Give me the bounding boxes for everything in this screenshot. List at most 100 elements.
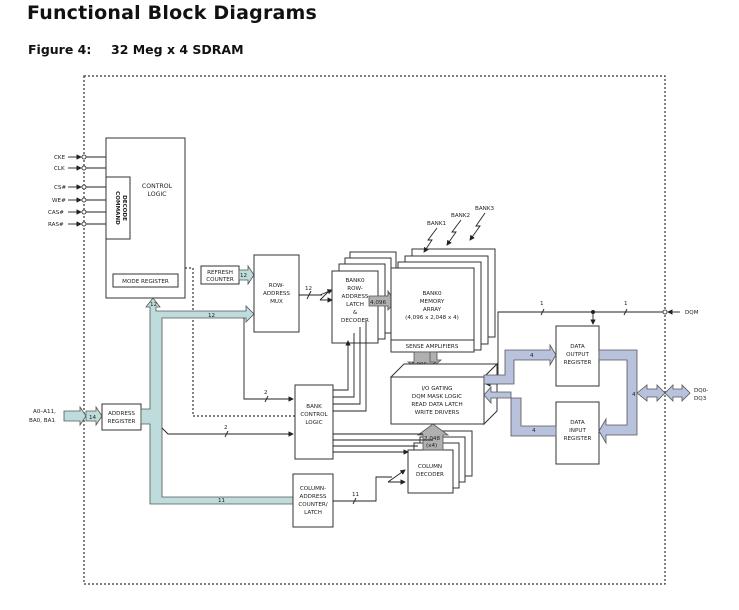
svg-text:12: 12: [240, 273, 247, 279]
svg-text:REGISTER: REGISTER: [108, 419, 136, 425]
address-pin-label: BA0, BA1: [29, 418, 55, 424]
svg-text:&: &: [353, 310, 358, 316]
address-input: A0–A11, BA0, BA1 14: [29, 405, 103, 427]
refresh-counter-block: REFRESH COUNTER 12: [200, 264, 255, 286]
svg-text:LATCH: LATCH: [304, 510, 322, 516]
pin-ras: RAS#: [48, 221, 106, 228]
svg-text:COLUMN: COLUMN: [418, 464, 442, 470]
svg-text:READ DATA LATCH: READ DATA LATCH: [411, 402, 462, 408]
svg-text:DATA: DATA: [570, 420, 585, 426]
svg-text:ARRAY: ARRAY: [423, 307, 442, 313]
svg-text:ADDRESS: ADDRESS: [108, 411, 135, 417]
svg-text:DECODE: DECODE: [121, 195, 127, 221]
bank-control-logic-block: BANK CONTROL LOGIC: [294, 384, 334, 460]
control-inputs: CKE CLK CS# WE# CAS#: [48, 154, 106, 228]
svg-text:COLUMN-: COLUMN-: [300, 486, 326, 492]
svg-text:2: 2: [264, 390, 268, 396]
row-to-array-bus: 4,096: [368, 289, 397, 312]
dq-bidirectional-bus: DQ0- DQ3: [636, 384, 708, 402]
data-input-bus: 4: [483, 385, 557, 437]
pin-label: CKE: [54, 155, 66, 161]
svg-text:MEMORY: MEMORY: [420, 299, 445, 305]
svg-text:ROW-: ROW-: [269, 283, 285, 289]
pin-clk: CLK: [54, 165, 106, 172]
svg-text:11: 11: [218, 498, 226, 504]
svg-text:DECODER: DECODER: [416, 472, 444, 478]
svg-text:1: 1: [540, 301, 544, 307]
svg-text:COUNTER: COUNTER: [206, 277, 234, 283]
svg-text:4: 4: [632, 392, 636, 398]
svg-text:14: 14: [89, 415, 97, 421]
svg-text:BANK0: BANK0: [422, 291, 442, 297]
svg-text:ADDRESS: ADDRESS: [300, 494, 327, 500]
svg-text:BANK3: BANK3: [475, 206, 495, 212]
svg-text:I/O GATING: I/O GATING: [421, 386, 452, 392]
svg-text:CONTROL: CONTROL: [142, 183, 173, 190]
pin-cas: CAS#: [48, 209, 106, 216]
svg-text:CONTROL: CONTROL: [300, 412, 328, 418]
row-address-mux-block: ROW- ADDRESS MUX: [253, 254, 300, 333]
svg-text:11: 11: [352, 492, 360, 498]
svg-text:DECODER: DECODER: [341, 318, 369, 324]
data-input-register-block: DATA INPUT REGISTER: [555, 401, 600, 465]
command-decode-block: COMMAND DECODE: [105, 176, 131, 240]
svg-text:1: 1: [624, 301, 628, 307]
memory-array-stack: BANK0 MEMORY ARRAY (4,096 x 2,048 x 4) S…: [390, 248, 496, 353]
data-output-bus: 4 4: [483, 343, 638, 445]
svg-text:(x4): (x4): [426, 443, 437, 449]
svg-text:COUNTER/: COUNTER/: [298, 502, 327, 508]
page-heading: Functional Block Diagrams: [27, 2, 318, 24]
column-decoder-stack: COLUMN DECODER: [407, 430, 473, 494]
svg-text:REFRESH: REFRESH: [207, 270, 233, 276]
svg-text:BANK: BANK: [306, 404, 322, 410]
svg-text:LOGIC: LOGIC: [147, 191, 166, 198]
svg-text:12: 12: [305, 286, 312, 292]
svg-text:INPUT: INPUT: [569, 428, 586, 434]
address-bus: 12 12 11: [140, 297, 305, 509]
svg-text:REGISTER: REGISTER: [564, 360, 592, 366]
svg-text:BANK0: BANK0: [345, 278, 365, 284]
control-logic-block: CONTROL LOGIC COMMAND DECODE MODE REGIST…: [105, 137, 186, 299]
svg-text:4: 4: [530, 353, 534, 359]
svg-text:2,048: 2,048: [424, 436, 440, 442]
sense-amplifiers-label: SENSE AMPLIFIERS: [406, 344, 459, 350]
svg-text:DATA: DATA: [570, 344, 585, 350]
svg-text:LATCH: LATCH: [346, 302, 364, 308]
svg-text:ADDRESS: ADDRESS: [342, 294, 369, 300]
chip-boundary: [83, 75, 666, 585]
pin-label: WE#: [52, 198, 66, 204]
svg-text:COMMAND: COMMAND: [114, 191, 120, 225]
column-address-counter-block: COLUMN- ADDRESS COUNTER/ LATCH: [292, 473, 334, 528]
svg-text:12: 12: [208, 313, 215, 319]
mode-register-block: MODE REGISTER: [112, 273, 179, 288]
svg-text:BANK1: BANK1: [427, 221, 447, 227]
svg-text:4,096: 4,096: [370, 300, 386, 306]
svg-text:LOGIC: LOGIC: [305, 420, 322, 426]
pin-label: RAS#: [48, 222, 64, 228]
svg-text:2: 2: [224, 425, 228, 431]
figure-label: Figure 4:: [28, 42, 92, 57]
svg-text:MUX: MUX: [270, 299, 283, 305]
svg-text:MODE REGISTER: MODE REGISTER: [122, 279, 169, 285]
svg-text:ROW-: ROW-: [347, 286, 363, 292]
data-output-register-block: DATA OUTPUT REGISTER: [555, 325, 600, 387]
svg-text:DQM MASK LOGIC: DQM MASK LOGIC: [412, 394, 462, 400]
dq-pin-label: DQ0-: [694, 388, 708, 394]
bank-labels: BANK1 BANK2 BANK3: [423, 206, 495, 253]
pin-cke: CKE: [54, 154, 106, 161]
pin-cs: CS#: [54, 184, 106, 191]
dq-pin-label: DQ3: [694, 396, 707, 402]
dqm-path: 1 1 DQM: [485, 301, 699, 387]
column-to-io-bus: 2,048 (x4): [416, 423, 450, 451]
svg-text:4: 4: [532, 428, 536, 434]
address-in-bus-arrow: [63, 405, 87, 427]
svg-text:BANK2: BANK2: [451, 213, 470, 219]
svg-text:WRITE DRIVERS: WRITE DRIVERS: [415, 410, 460, 416]
io-gating-block: I/O GATING DQM MASK LOGIC READ DATA LATC…: [389, 362, 499, 426]
pin-label: CS#: [54, 185, 66, 191]
pin-label: CAS#: [48, 210, 64, 216]
svg-text:OUTPUT: OUTPUT: [566, 352, 589, 358]
pin-label: CLK: [54, 166, 65, 172]
pin-we: WE#: [52, 197, 106, 204]
